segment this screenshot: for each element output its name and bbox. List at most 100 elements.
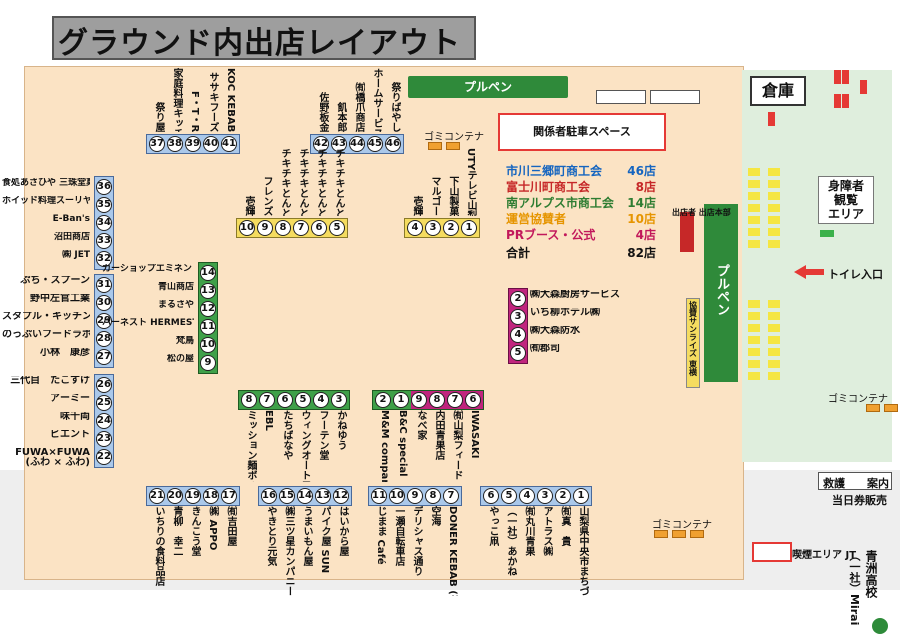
booth-name: ㈲郡司 xyxy=(530,344,560,354)
booth-number: 8 xyxy=(241,392,257,408)
booth-number: 1 xyxy=(393,392,409,408)
booth-number: 44 xyxy=(349,136,365,152)
booth-number: 23 xyxy=(96,431,112,447)
summary-row-name: 富士川町商工会 xyxy=(506,180,591,194)
booth-number: 38 xyxy=(167,136,183,152)
summary-total-label: 合計 xyxy=(506,246,531,260)
smoking-area-box xyxy=(752,542,792,562)
booth-name: M&M company xyxy=(379,410,390,482)
storage-side-area xyxy=(742,70,892,462)
storage-slot xyxy=(748,324,760,332)
booth-number: 19 xyxy=(185,488,201,504)
booth-name: じまま Café xyxy=(375,506,386,565)
red-slot-4 xyxy=(842,94,849,108)
booth-number: 25 xyxy=(96,395,112,411)
storage-slot xyxy=(768,228,780,236)
red-slot-6 xyxy=(768,112,775,126)
booth-name: FUWA×FUWA (ふわ × ふわ) xyxy=(15,448,90,468)
shutten-honbu-label: 出店者 出店本部 xyxy=(672,208,731,217)
storage-slot xyxy=(768,312,780,320)
storage-slot xyxy=(748,228,760,236)
booth-name: チキチキとんとん xyxy=(315,148,326,216)
booth-number: 3 xyxy=(331,392,347,408)
booth-number: 3 xyxy=(537,488,553,504)
bullpen-right-label: プルペン xyxy=(714,264,729,316)
storage-slot xyxy=(768,216,780,224)
booth-name: かねゆう xyxy=(335,410,346,450)
red-slot-1 xyxy=(834,70,841,84)
trash-can-bottom-2 xyxy=(672,530,686,538)
summary-row-count: 14店 xyxy=(627,196,656,210)
booth-number: 14 xyxy=(200,265,216,281)
booth-number: 33 xyxy=(96,233,112,249)
booth-number: 5 xyxy=(510,345,526,361)
summary-row-name: PRブース・公式 xyxy=(506,228,596,242)
booth-number: 12 xyxy=(333,488,349,504)
booth-number: 29 xyxy=(96,313,112,329)
booth-number: 22 xyxy=(96,449,112,465)
storage-slot xyxy=(748,204,760,212)
booth-number: 39 xyxy=(185,136,201,152)
smoking-area-label: 喫煙エリア JT xyxy=(792,550,857,561)
booth-name: B&C special xyxy=(397,410,408,477)
booth-number: 6 xyxy=(277,392,293,408)
storage-slot xyxy=(768,324,780,332)
booth-number: 11 xyxy=(200,319,216,335)
booth-name: ㈱大森防水 xyxy=(530,326,580,336)
summary-row-count: 10店 xyxy=(627,212,656,226)
storage-slot xyxy=(748,312,760,320)
storage-slot xyxy=(748,372,760,380)
booth-number: 5 xyxy=(501,488,517,504)
booth-name: 青柳 幸二 xyxy=(171,506,182,556)
booth-name: 味千両 xyxy=(60,412,90,422)
booth-number: 4 xyxy=(519,488,535,504)
summary-row-count: 4店 xyxy=(635,228,656,242)
booth-number: 6 xyxy=(465,392,481,408)
trash-can-top-2 xyxy=(446,142,460,150)
red-slot-3 xyxy=(834,94,841,108)
booth-number: 40 xyxy=(203,136,219,152)
booth-number: 36 xyxy=(96,179,112,195)
booth-name: 青山商店 xyxy=(157,282,194,292)
booth-number: 16 xyxy=(261,488,277,504)
booth-name: 食処あさひや 三珠堂菓所 xyxy=(2,178,90,188)
summary-row: PRブース・公式 4店 xyxy=(506,226,656,242)
booth-number: 35 xyxy=(96,197,112,213)
booth-name: なべ家 xyxy=(415,410,426,440)
bullpen-right: プルペン xyxy=(704,204,738,382)
booth-number: 10 xyxy=(200,337,216,353)
booth-name: スタプル・キッチン xyxy=(2,312,90,322)
booth-number: 2 xyxy=(375,392,391,408)
booth-name: 祭り屋 xyxy=(153,102,164,132)
booth-number: 9 xyxy=(411,392,427,408)
booth-name: はいから屋 xyxy=(337,506,348,556)
accessible-area-label: 身障者 観覧 エリア xyxy=(827,179,864,221)
booth-name: ホームサービスヤマダ xyxy=(371,68,382,132)
storage-slot xyxy=(748,348,760,356)
trash-can-right-2 xyxy=(884,404,898,412)
booth-number: 26 xyxy=(96,377,112,393)
booth-name: カーショップエミネント xyxy=(102,264,194,274)
booth-name: うまいもん屋 xyxy=(301,506,312,566)
booth-number: 5 xyxy=(295,392,311,408)
booth-number: 2 xyxy=(555,488,571,504)
storage-slot xyxy=(748,300,760,308)
booth-name: 三代目 たこすけ xyxy=(10,376,90,386)
storage-slot xyxy=(768,348,780,356)
booth-name: EBL xyxy=(263,410,274,431)
shutten-honbu-box xyxy=(680,212,694,252)
booth-name: やっこ凧 xyxy=(487,506,498,546)
booth-number: 6 xyxy=(311,220,327,236)
booth-name: きんこう堂 xyxy=(189,506,200,556)
trash-container-bottom-label: ゴミコンテナ xyxy=(652,520,712,531)
booth-name: アーミー xyxy=(50,394,90,404)
red-slot-5 xyxy=(860,80,867,94)
booth-name: ㈱大森厨房サービス xyxy=(530,290,620,300)
booth-number: 9 xyxy=(200,355,216,371)
